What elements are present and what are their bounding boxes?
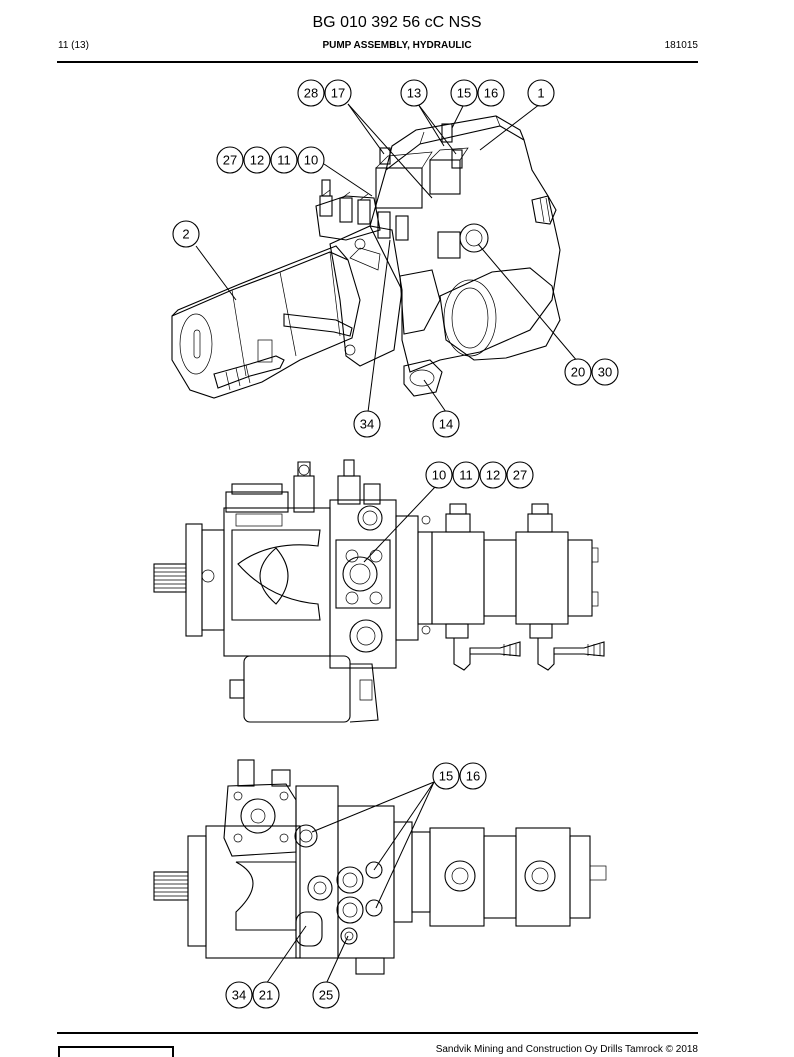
footer-copyright: Sandvik Mining and Construction Oy Drill…	[435, 1044, 698, 1055]
callout-15: 15	[432, 762, 460, 790]
svg-text:27: 27	[223, 153, 237, 168]
svg-text:15: 15	[439, 769, 453, 784]
callout-16: 16	[459, 762, 487, 790]
section-title: PUMP ASSEMBLY, HYDRAULIC	[322, 40, 472, 51]
svg-text:15: 15	[457, 86, 471, 101]
svg-text:14: 14	[439, 417, 453, 432]
svg-text:16: 16	[466, 769, 480, 784]
callout-17: 17	[324, 79, 352, 107]
callout-20: 20	[564, 358, 592, 386]
callout-1: 1	[527, 79, 555, 107]
callout-15: 15	[450, 79, 478, 107]
svg-text:34: 34	[360, 417, 374, 432]
callouts-top: 10 11 12 27	[425, 461, 534, 489]
side-view	[153, 759, 607, 975]
callout-2: 2	[172, 220, 200, 248]
top-view	[153, 459, 605, 723]
callout-21: 21	[252, 981, 280, 1009]
svg-text:34: 34	[232, 988, 246, 1003]
header-rule	[57, 61, 698, 63]
svg-text:10: 10	[304, 153, 318, 168]
svg-text:10: 10	[432, 468, 446, 483]
callouts-side: 15 16 34 21 25	[225, 762, 487, 1009]
svg-text:11: 11	[459, 468, 473, 483]
svg-text:27: 27	[513, 468, 527, 483]
callout-28: 28	[297, 79, 325, 107]
isometric-view	[171, 115, 561, 399]
callout-12: 12	[243, 146, 271, 174]
svg-text:21: 21	[259, 988, 273, 1003]
callouts-iso: 28 17 13 15 16 1 27 12 11 10 2 20 30 34 …	[172, 79, 619, 438]
svg-text:12: 12	[250, 153, 264, 168]
callout-30: 30	[591, 358, 619, 386]
svg-text:17: 17	[331, 86, 345, 101]
callout-10: 10	[297, 146, 325, 174]
callout-16: 16	[477, 79, 505, 107]
svg-text:2: 2	[182, 227, 189, 242]
callout-12: 12	[479, 461, 507, 489]
callout-11: 11	[270, 146, 298, 174]
svg-text:16: 16	[484, 86, 498, 101]
svg-text:20: 20	[571, 365, 585, 380]
svg-text:1: 1	[537, 86, 544, 101]
callout-13: 13	[400, 79, 428, 107]
callout-34: 34	[353, 410, 381, 438]
callout-34: 34	[225, 981, 253, 1009]
date-code: 181015	[664, 40, 698, 51]
svg-text:25: 25	[319, 988, 333, 1003]
callout-27: 27	[506, 461, 534, 489]
document-title: BG 010 392 56 cC NSS	[312, 14, 482, 31]
svg-text:13: 13	[407, 86, 421, 101]
svg-text:11: 11	[277, 153, 291, 168]
footer-rule	[57, 1032, 698, 1034]
svg-text:30: 30	[598, 365, 612, 380]
callout-11: 11	[452, 461, 480, 489]
callout-27: 27	[216, 146, 244, 174]
callout-14: 14	[432, 410, 460, 438]
page-number: 11 (13)	[58, 40, 89, 51]
leader-lines	[195, 103, 579, 985]
sandvik-logo	[58, 1046, 174, 1057]
svg-text:28: 28	[304, 86, 318, 101]
callout-25: 25	[312, 981, 340, 1009]
callout-10: 10	[425, 461, 453, 489]
svg-text:12: 12	[486, 468, 500, 483]
